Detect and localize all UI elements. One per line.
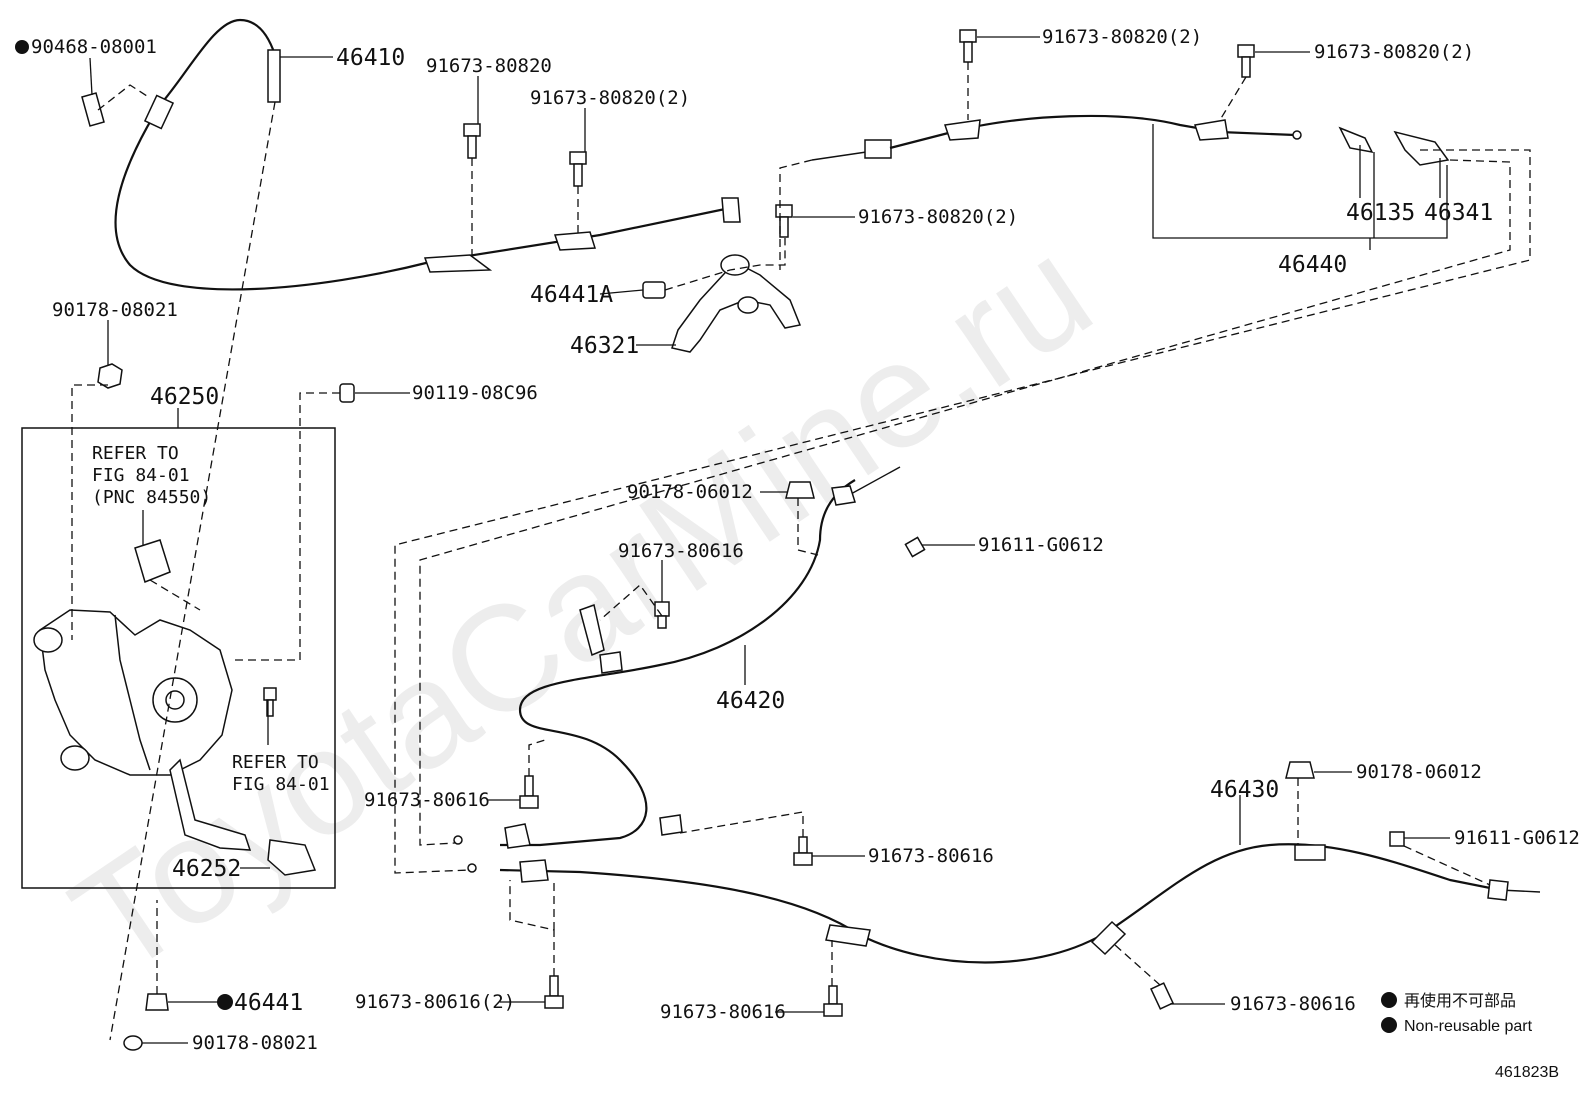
label-46430[interactable]: 46430 <box>1210 777 1279 803</box>
label-46135[interactable]: 46135 <box>1346 200 1415 226</box>
label-90178-06012-b[interactable]: 90178-06012 <box>1356 761 1482 783</box>
refer-note-2-line2: FIG 84-01 <box>232 774 330 795</box>
nut-90178-06012-a <box>785 481 815 499</box>
label-91673-80616-d[interactable]: 91673-80616(2) <box>355 991 515 1013</box>
label-91673-80820-b[interactable]: 91673-80820(2) <box>530 87 690 109</box>
refer-note-1-line3: (PNC 84550) <box>92 487 211 508</box>
label-46250[interactable]: 46250 <box>150 384 219 410</box>
pedal-assembly-box-46250 <box>21 408 336 889</box>
bolt-91611-b <box>1389 831 1405 847</box>
bolt-91673-d <box>775 204 793 238</box>
label-91673-80616-c[interactable]: 91673-80616 <box>868 845 994 867</box>
cable-46420 <box>453 466 901 849</box>
legend-line-1: 再使用不可部品 <box>1404 992 1516 1010</box>
bolt-91611-a <box>904 536 926 558</box>
bushing-46441A <box>642 281 666 299</box>
label-46321[interactable]: 46321 <box>570 333 639 359</box>
nut-90178-08021-top <box>97 363 123 389</box>
non-reusable-dot-46441 <box>217 994 233 1010</box>
label-91673-80616-b[interactable]: 91673-80616 <box>364 789 490 811</box>
legend-dot-1 <box>1381 992 1397 1008</box>
label-90119-08C96[interactable]: 90119-08C96 <box>412 382 538 404</box>
label-46341[interactable]: 46341 <box>1424 200 1493 226</box>
non-reusable-dot-90468 <box>15 40 29 54</box>
label-46420[interactable]: 46420 <box>716 688 785 714</box>
label-46410[interactable]: 46410 <box>336 45 405 71</box>
bolt-91673-80616-e <box>823 985 843 1017</box>
label-91673-80616-a[interactable]: 91673-80616 <box>618 540 744 562</box>
refer-note-1-line2: FIG 84-01 <box>92 465 190 486</box>
label-46441A[interactable]: 46441A <box>530 282 613 308</box>
bolt-91673-b <box>569 151 587 187</box>
label-90178-08021-bot[interactable]: 90178-08021 <box>192 1032 318 1054</box>
bolt-91673-80616-b <box>519 775 539 809</box>
cable-46440 <box>811 114 1450 166</box>
group-bracket-46440 <box>1152 124 1448 250</box>
figure-code: 461823B <box>1495 1064 1559 1081</box>
label-91673-80820-c[interactable]: 91673-80820(2) <box>1042 26 1202 48</box>
legend: 再使用不可部品 Non-reusable part <box>1381 992 1533 1035</box>
clip-90119 <box>339 383 355 403</box>
part-labels: 90468-08001 46410 91673-80820 91673-8082… <box>15 26 1580 1054</box>
legend-dot-2 <box>1381 1017 1397 1033</box>
refer-note-1-line1: REFER TO <box>92 443 179 464</box>
bolt-91673-e <box>1237 44 1255 78</box>
bolt-91673-c <box>959 29 977 63</box>
refer-note-2-line1: REFER TO <box>232 752 319 773</box>
label-46441[interactable]: 46441 <box>234 990 303 1016</box>
front-cable-46410 <box>114 18 741 291</box>
nut-90178-06012-b <box>1285 761 1315 779</box>
label-90178-08021-top[interactable]: 90178-08021 <box>52 299 178 321</box>
cable-46430 <box>467 843 1541 964</box>
leader-lines <box>89 36 1450 1044</box>
label-91673-80820-d[interactable]: 91673-80820(2) <box>858 206 1018 228</box>
bolt-91673-80616-c <box>793 836 813 866</box>
nut-46441 <box>145 993 169 1011</box>
nut-90178-08021-bot <box>123 1035 143 1051</box>
label-90468-08001[interactable]: 90468-08001 <box>31 36 157 58</box>
label-91611-G0612-a[interactable]: 91611-G0612 <box>978 534 1104 556</box>
label-91611-G0612-b[interactable]: 91611-G0612 <box>1454 827 1580 849</box>
bolt-91673-a <box>463 123 481 159</box>
legend-line-2: Non-reusable part <box>1404 1018 1533 1035</box>
label-91673-80820-e[interactable]: 91673-80820(2) <box>1314 41 1474 63</box>
label-46252[interactable]: 46252 <box>172 856 241 882</box>
bolt-91673-80616-f <box>1150 982 1174 1010</box>
label-91673-80616-f[interactable]: 91673-80616 <box>1230 993 1356 1015</box>
label-46440[interactable]: 46440 <box>1278 252 1347 278</box>
clip-90468-part <box>81 92 105 127</box>
label-91673-80616-e[interactable]: 91673-80616 <box>660 1001 786 1023</box>
refer-notes: REFER TO FIG 84-01 (PNC 84550) REFER TO … <box>92 443 330 795</box>
bolt-91673-80616-d <box>544 975 564 1009</box>
watermark: ToyotaCarMine.ru <box>44 205 1119 1006</box>
bracket-46321 <box>671 254 802 353</box>
label-90178-06012-a[interactable]: 90178-06012 <box>627 481 753 503</box>
dashed-lines <box>71 62 1531 1041</box>
label-91673-80820-a[interactable]: 91673-80820 <box>426 55 552 77</box>
